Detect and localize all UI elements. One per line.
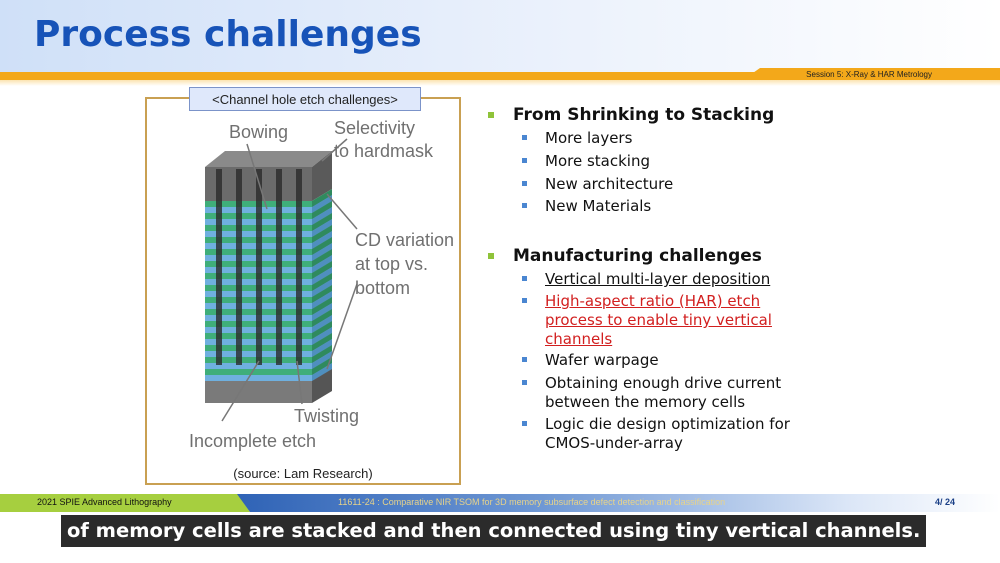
channel-hole <box>236 169 242 365</box>
session-label: Session 5: X-Ray & HAR Metrology <box>806 70 932 79</box>
stack-layer-side <box>312 213 332 232</box>
footer-blue-band <box>237 494 1000 512</box>
channel-holes <box>216 169 302 365</box>
base-side <box>312 369 332 403</box>
stack-layer-side <box>312 315 332 334</box>
stack-layer-side <box>312 285 332 304</box>
hardmask-side <box>312 151 332 201</box>
footer-conference: 2021 SPIE Advanced Lithography <box>37 497 172 507</box>
bullet-marker-icon <box>522 181 527 186</box>
annotation-cd-line2: at top vs. <box>355 254 429 274</box>
header-shadow <box>0 80 1000 86</box>
stack-layer-side <box>312 261 332 280</box>
channel-hole <box>216 169 222 365</box>
stack-layer-side <box>312 207 332 226</box>
stack-layer-side <box>312 321 332 340</box>
bullet-marker-icon <box>522 421 527 426</box>
bullet-marker-icon <box>522 203 527 208</box>
channel-hole <box>276 169 282 365</box>
stack-layer-side <box>312 327 332 346</box>
bullet-marker-icon <box>522 298 527 303</box>
stack-layer-side <box>312 267 332 286</box>
bullet-marker-icon <box>522 158 527 163</box>
hardmask-top <box>205 151 332 167</box>
figure-label: <Channel hole etch challenges> <box>189 87 421 111</box>
stack-layer-side <box>312 237 332 256</box>
stack-layer-side <box>312 303 332 322</box>
leader-bowing <box>246 143 268 210</box>
leader-selectivity <box>321 138 348 162</box>
channel-hole <box>296 169 302 365</box>
annotation-bowing: Bowing <box>229 122 289 142</box>
3d-stack-illustration <box>205 138 358 422</box>
leader-incomplete <box>221 360 260 422</box>
page-number: 4/ 24 <box>935 497 956 507</box>
annotation-cd-line3: bottom <box>355 278 411 298</box>
channel-hole-figure: Bowing Selectivity to hardmask CD variat… <box>145 97 461 485</box>
stack-layer-side <box>312 255 332 274</box>
video-caption: of memory cells are stacked and then con… <box>61 515 927 547</box>
stack-layer-side <box>312 357 332 376</box>
annotation-incomplete-etch: Incomplete etch <box>189 431 317 451</box>
stack-layer-side <box>312 279 332 298</box>
stack-layer-side <box>312 345 332 364</box>
annotation-selectivity-line1: Selectivity <box>334 118 416 138</box>
stack-layer-side <box>312 291 332 310</box>
footer-green-band <box>0 494 250 512</box>
stack-layer-side <box>312 333 332 352</box>
slide-title: Process challenges <box>34 14 422 55</box>
leader-twisting <box>296 360 303 405</box>
bullet-marker-icon <box>522 380 527 385</box>
stack-layer-side <box>312 189 332 208</box>
stack-layer-side <box>312 339 332 358</box>
bullet-marker-icon <box>522 357 527 362</box>
stack-layer-side <box>312 225 332 244</box>
stack-layer-side <box>312 249 332 268</box>
stack-layer-side <box>312 351 332 370</box>
stack-layer <box>205 363 312 370</box>
leader-cd-bottom <box>326 283 358 370</box>
stack-layers-side <box>312 189 332 382</box>
stack-layer <box>205 375 312 382</box>
annotation-selectivity-line2: to hardmask <box>334 141 434 161</box>
bullet-marker-icon <box>522 135 527 140</box>
annotation-cd-line1: CD variation <box>355 230 455 250</box>
bullet-marker-icon <box>488 253 494 259</box>
stack-layer-side <box>312 195 332 214</box>
channel-hole <box>256 169 262 365</box>
stack-layer-side <box>312 231 332 250</box>
annotation-twisting: Twisting <box>294 406 360 426</box>
stack-layer-side <box>312 219 332 238</box>
stack-layer-side <box>312 273 332 292</box>
stack-layer <box>205 369 312 376</box>
stack-layer-side <box>312 309 332 328</box>
header-accent-bar <box>0 72 760 80</box>
stack-layer-side <box>312 243 332 262</box>
footer-paper-title: 11611-24 : Comparative NIR TSOM for 3D m… <box>338 497 726 507</box>
figure-source: (source: Lam Research) <box>233 466 373 481</box>
stack-layer-side <box>312 201 332 220</box>
leader-cd-top <box>326 193 358 230</box>
slide-header <box>0 0 1000 80</box>
bullet-marker-icon <box>522 276 527 281</box>
slide-footer: 2021 SPIE Advanced Lithography 11611-24 … <box>0 494 1000 512</box>
base-front <box>205 381 312 403</box>
session-tab <box>740 68 1000 82</box>
bullet-marker-icon <box>488 112 494 118</box>
stack-layer-side <box>312 297 332 316</box>
